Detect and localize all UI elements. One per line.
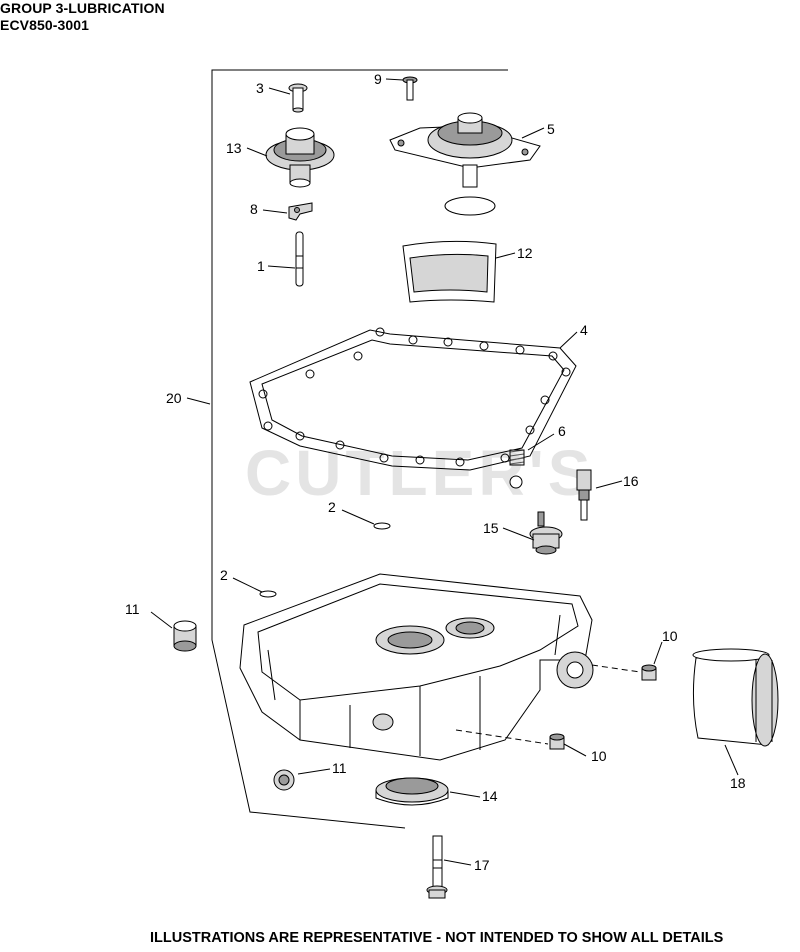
part-20-oil-pan[interactable] <box>239 573 594 761</box>
callout-8: 8 <box>250 201 258 217</box>
part-11-bushing-upper[interactable] <box>173 620 197 652</box>
part-10-plug-lower[interactable] <box>549 733 565 750</box>
part-14-oil-seal[interactable] <box>375 777 449 806</box>
part-2-o-ring-upper[interactable] <box>373 522 391 530</box>
callout-2-lower: 2 <box>220 567 228 583</box>
part-15-pressure-switch[interactable] <box>529 511 563 555</box>
part-1-shaft[interactable] <box>295 231 304 287</box>
part-16-sensor[interactable] <box>576 469 592 521</box>
callout-10-lower: 10 <box>591 748 607 764</box>
part-5-oil-pump[interactable] <box>389 112 541 188</box>
part-3-dowel-pin[interactable] <box>288 83 308 113</box>
group-title: GROUP 3-LUBRICATION <box>0 0 165 16</box>
model-number: ECV850-3001 <box>0 17 90 33</box>
part-9-screw[interactable] <box>402 76 418 101</box>
part-17-bolt[interactable] <box>426 835 448 899</box>
part-4-gasket[interactable] <box>249 327 577 471</box>
callout-14: 14 <box>482 788 498 804</box>
assembly-bracket-line <box>211 69 508 829</box>
part-8-clip[interactable] <box>288 202 313 221</box>
part-10-plug-upper[interactable] <box>641 664 657 681</box>
callout-9: 9 <box>374 71 382 87</box>
part-12-screen[interactable] <box>402 240 497 303</box>
callout-13: 13 <box>226 140 242 156</box>
callout-4: 4 <box>580 322 588 338</box>
callout-17: 17 <box>474 857 490 873</box>
callout-3: 3 <box>256 80 264 96</box>
callout-11-upper: 11 <box>125 601 140 617</box>
callout-20: 20 <box>166 390 182 406</box>
callout-10-upper: 10 <box>662 628 678 644</box>
callout-6: 6 <box>558 423 566 439</box>
callout-1: 1 <box>257 258 265 274</box>
callout-18: 18 <box>730 775 746 791</box>
pump-o-ring[interactable] <box>444 196 496 216</box>
part-6-spring-ball[interactable] <box>509 449 525 489</box>
callout-15: 15 <box>483 520 499 536</box>
callout-12: 12 <box>517 245 533 261</box>
part-18-oil-filter[interactable] <box>692 648 779 747</box>
disclaimer-footer: ILLUSTRATIONS ARE REPRESENTATIVE - NOT I… <box>150 930 724 946</box>
callout-11-lower: 11 <box>332 760 347 776</box>
callout-16: 16 <box>623 473 639 489</box>
callout-2-upper: 2 <box>328 499 336 515</box>
part-11-bushing-lower[interactable] <box>273 769 295 791</box>
watermark: CUTLER'S <box>245 437 594 509</box>
callout-5: 5 <box>547 121 555 137</box>
part-13-gear[interactable] <box>265 127 335 188</box>
part-2-o-ring-lower[interactable] <box>259 590 277 598</box>
